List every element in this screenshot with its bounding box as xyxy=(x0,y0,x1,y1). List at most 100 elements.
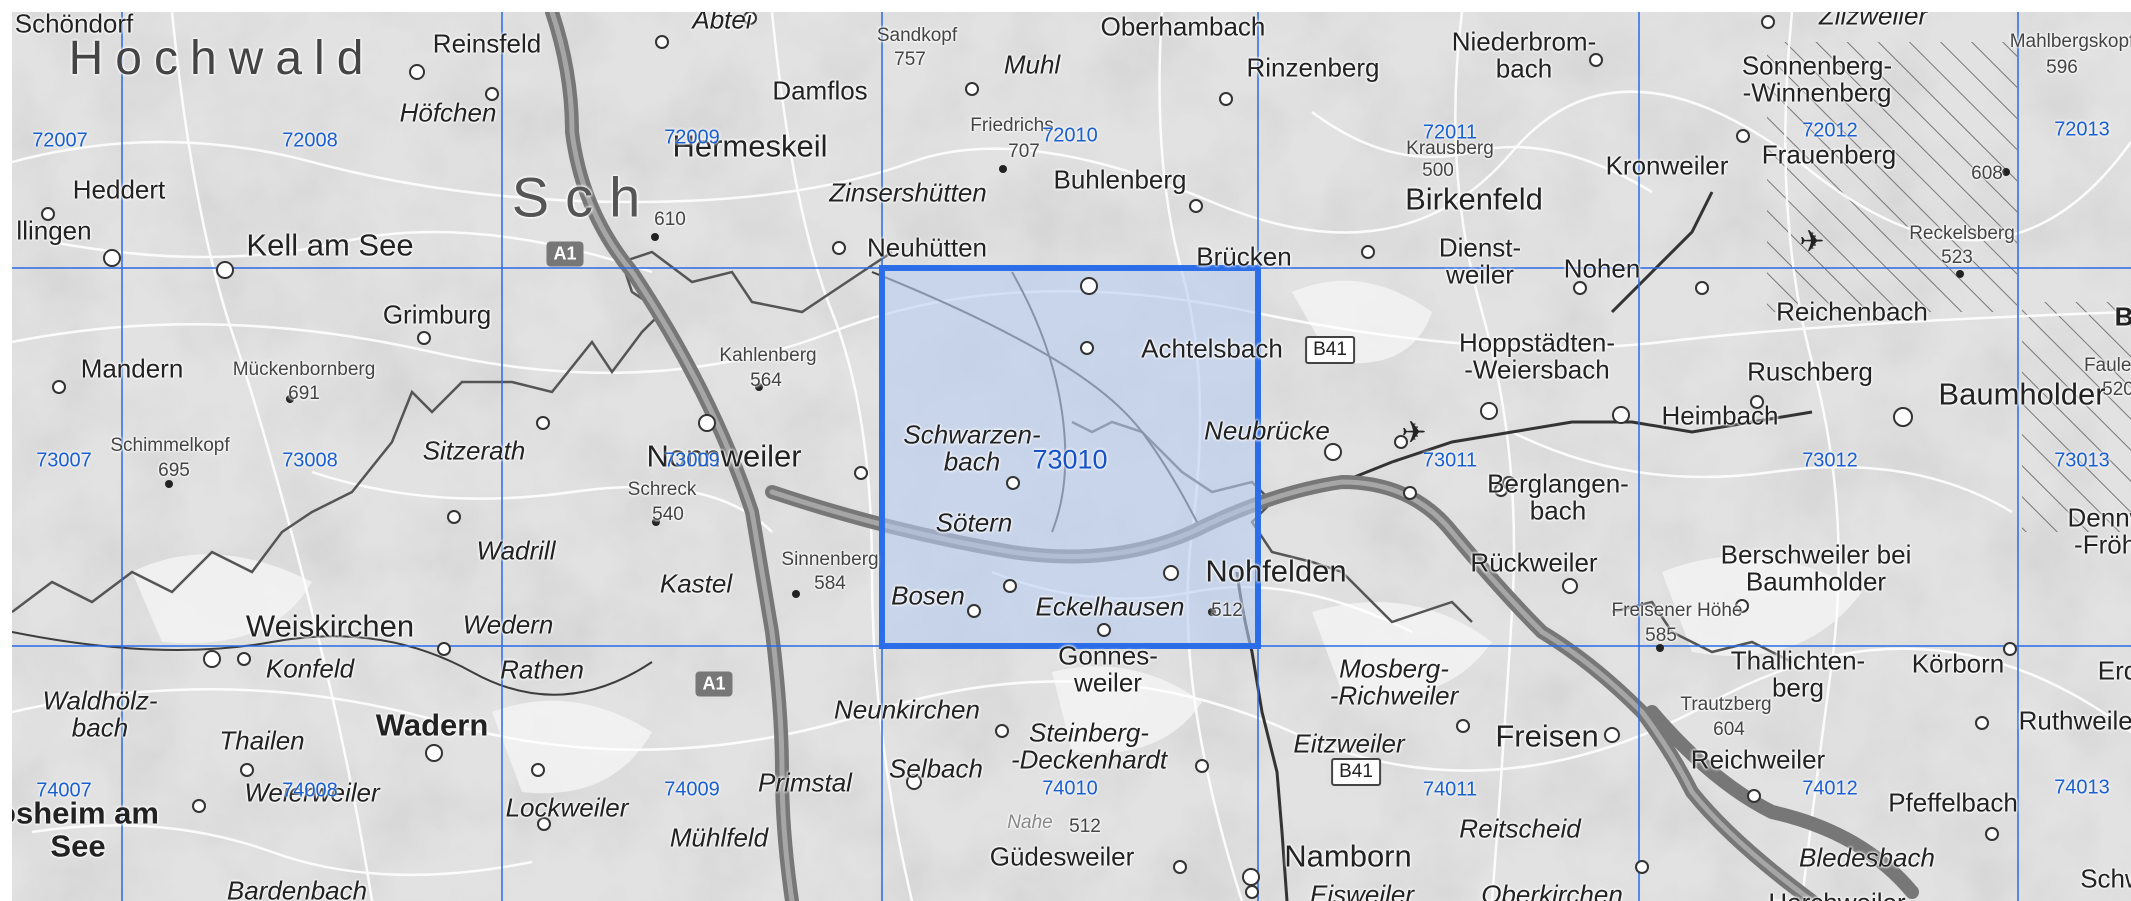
peak-610: 610 xyxy=(654,209,686,231)
place-selbach: Selbach xyxy=(889,753,983,784)
grid-cell-74008[interactable]: 74008 xyxy=(282,779,338,802)
peak-krausberg: Krausberg xyxy=(1406,138,1494,160)
motorway-shield-a1-south: A1 xyxy=(695,671,733,697)
place-rathen: Rathen xyxy=(500,654,584,685)
airfield-icon: ✈ xyxy=(1799,225,1825,259)
place-dennweiler: Dennw -Fröhl xyxy=(2067,502,2131,560)
place-konfeld: Konfeld xyxy=(265,653,355,684)
place-mandern: Mandern xyxy=(80,353,184,384)
grid-cell-74011[interactable]: 74011 xyxy=(1422,778,1478,801)
place-waldhoelzbach: Waldhölz- bach xyxy=(42,685,158,743)
grid-cell-74009[interactable]: 74009 xyxy=(664,778,720,801)
place-oberhambach: Oberhambach xyxy=(1100,12,1266,42)
place-zilzweiler: Zilzweiler xyxy=(1818,12,1928,31)
peak-schimmelkopf-height: 695 xyxy=(158,460,190,482)
place-hoppstaedten-weiersbach: Hoppstädten- -Weiersbach xyxy=(1458,327,1616,385)
grid-lines xyxy=(12,12,2131,901)
peak-sandkopf-height: 757 xyxy=(894,49,926,71)
grid-cell-72012[interactable]: 72012 xyxy=(1802,119,1858,142)
place-freisen: Freisen xyxy=(1495,718,1599,754)
grid-cell-73013[interactable]: 73013 xyxy=(2054,449,2110,472)
place-wadrill: Wadrill xyxy=(476,535,556,566)
place-rinzenberg: Rinzenberg xyxy=(1246,52,1380,83)
place-schillingen: llingen xyxy=(16,215,92,246)
place-mosberg-richweiler: Mosberg- -Richweiler xyxy=(1329,653,1459,711)
grid-cell-74012[interactable]: 74012 xyxy=(1802,777,1858,800)
peak-krausberg-height: 500 xyxy=(1422,160,1454,182)
peak-markers xyxy=(165,165,2010,652)
minor-roads xyxy=(12,12,2131,901)
place-nonnweiler: Nonnweiler xyxy=(646,438,802,474)
peak-friedrichskopf-height: 707 xyxy=(1008,141,1040,163)
place-ruthweiler: Ruthweiler xyxy=(2018,705,2131,736)
place-heimbach: Heimbach xyxy=(1661,400,1779,431)
grid-cell-73011[interactable]: 73011 xyxy=(1422,449,1478,472)
settlement-markers xyxy=(41,12,2017,899)
place-eckelhausen: Eckelhausen xyxy=(1035,591,1185,622)
peak-sinnenberg: Sinnenberg xyxy=(781,549,879,571)
grid-cell-72011[interactable]: 72011 xyxy=(1422,121,1478,144)
place-steinberg-deckenhardt: Steinberg- -Deckenhardt xyxy=(1010,717,1168,775)
peak-mahlbergskopf-height: 596 xyxy=(2046,57,2078,79)
peak-schreck-height: 540 xyxy=(652,504,684,526)
grid-cell-72013[interactable]: 72013 xyxy=(2054,118,2110,141)
place-guedesweiler: Güdesweiler xyxy=(989,841,1135,872)
place-muhl: Muhl xyxy=(1003,49,1061,80)
place-schoendorf: Schöndorf xyxy=(14,12,134,39)
place-bruecken: Brücken xyxy=(1196,241,1292,272)
place-berschweiler: Berschweiler bei Baumholder xyxy=(1720,539,1912,597)
place-achtelsbach: Achtelsbach xyxy=(1141,333,1283,364)
peak-freisener-hoehe-height: 585 xyxy=(1645,625,1677,647)
peak-schimmelkopf: Schimmelkopf xyxy=(110,435,230,457)
grid-cell-73010-selected[interactable]: 73010 xyxy=(1032,444,1108,475)
place-reichenbach: Reichenbach xyxy=(1776,296,1928,327)
place-bledesbach: Bledesbach xyxy=(1799,842,1935,873)
peak-freisener-hoehe: Freisener Höhe xyxy=(1611,600,1743,622)
peak-512-gudesweiler: 512 xyxy=(1069,816,1101,838)
motorway-shield-a1-north: A1 xyxy=(546,241,584,267)
place-nohen: Nohen xyxy=(1563,253,1641,284)
grid-cell-74007[interactable]: 74007 xyxy=(36,779,92,802)
grid-cell-73012[interactable]: 73012 xyxy=(1802,449,1858,472)
grid-cell-73009[interactable]: 73009 xyxy=(664,449,720,472)
grid-cell-74010[interactable]: 74010 xyxy=(1042,777,1098,800)
peak-608: 608 xyxy=(1971,163,2003,185)
place-soetern: Sötern xyxy=(935,507,1013,538)
grid-cell-72007[interactable]: 72007 xyxy=(32,129,88,152)
grid-cell-74013[interactable]: 74013 xyxy=(2054,776,2110,799)
grid-cell-72010[interactable]: 72010 xyxy=(1042,124,1098,147)
peak-faulenberg-height: 520 xyxy=(2102,379,2131,401)
region-label-partial: Sch xyxy=(511,165,657,229)
place-primstal: Primstal xyxy=(758,767,852,798)
grid-cell-72008[interactable]: 72008 xyxy=(282,129,338,152)
place-eitzweiler: Eitzweiler xyxy=(1293,728,1405,759)
region-label-hochwald: Hochwald xyxy=(68,31,376,85)
peak-faulenberg: Faulen xyxy=(2083,355,2131,377)
place-kastel: Kastel xyxy=(659,568,733,599)
place-neubruecke: Neubrücke xyxy=(1204,415,1330,446)
place-sonnenberg-winnenberg: Sonnenberg- -Winnenberg xyxy=(1741,50,1893,108)
grid-cell-73008[interactable]: 73008 xyxy=(282,449,338,472)
road-shield-b41-south: B41 xyxy=(1331,758,1381,786)
place-schwarzerden: Schw xyxy=(2080,863,2131,894)
place-neuhuetten: Neuhütten xyxy=(867,232,987,263)
place-eisweiler: Eisweiler xyxy=(1309,879,1415,901)
peak-sinnenberg-height: 584 xyxy=(814,573,846,595)
place-herchweiler: Herchweiler xyxy=(1768,889,1905,901)
map-viewport[interactable]: Schöndorf Hochwald Reinsfeld Abtei Sandk… xyxy=(12,12,2131,901)
place-hermeskeil: Hermeskeil xyxy=(672,128,828,164)
peak-reckelsberg: Reckelsberg xyxy=(1909,223,2015,245)
place-ruschberg: Ruschberg xyxy=(1747,356,1873,387)
place-grimburg: Grimburg xyxy=(382,299,492,330)
place-zinsershuetten: Zinsershütten xyxy=(829,177,987,208)
grid-cell-73007[interactable]: 73007 xyxy=(36,449,92,472)
peak-mueckenbornberg: Mückenbornberg xyxy=(232,359,376,381)
place-erdesbach: Erd xyxy=(2097,655,2131,686)
place-wadern: Wadern xyxy=(375,707,489,743)
place-neunkirchen: Neunkirchen xyxy=(834,694,980,725)
grid-cell-72009[interactable]: 72009 xyxy=(664,126,720,149)
place-thallichtenberg: Thallichten- berg xyxy=(1730,645,1866,703)
selected-grid-cell[interactable] xyxy=(879,265,1261,649)
map-base xyxy=(12,12,2131,901)
place-partial-b: B xyxy=(2114,301,2131,332)
